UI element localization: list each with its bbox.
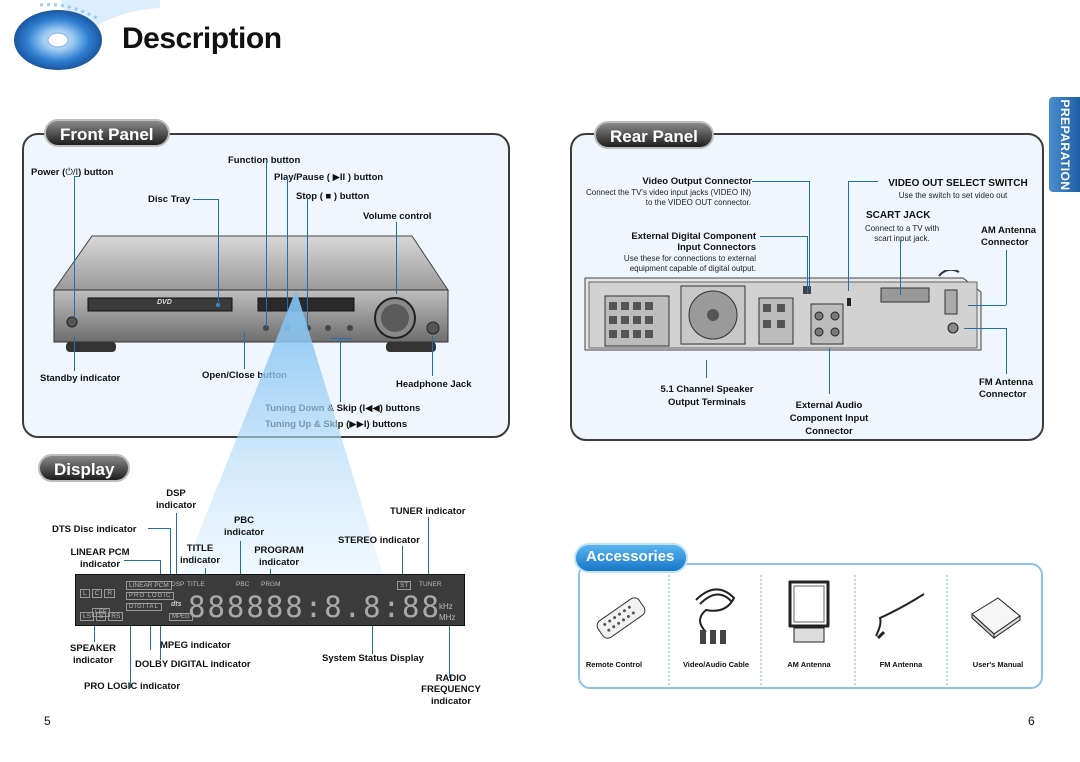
standby-indicator-label: Standby indicator [40, 373, 121, 384]
screen-khz: kHz [439, 602, 453, 611]
stop-button-label: Stop ( ■ ) button [296, 191, 370, 202]
volume-control-label: Volume control [363, 211, 432, 222]
screen-speaker-row1: L C R [80, 589, 116, 598]
screen-speaker-row3: LS S RS [80, 612, 124, 621]
front-device-illustration: DVD [52, 232, 452, 362]
screen-dsp: DSP [171, 581, 185, 588]
video-output-note: Connect the TV's video input jacks (VIDE… [585, 188, 751, 207]
video-out-select-title: VIDEO OUT SELECT SWITCH [888, 178, 1028, 189]
rear-device-illustration [583, 268, 983, 365]
display-screen: LINEAR PCM DSP TITLE PBC PRGM ST TUNER L… [75, 574, 465, 626]
speaker-indicator-label: SPEAKER indicator [70, 643, 116, 667]
title-indicator-label: TITLE indicator [179, 543, 221, 567]
screen-mpeg: MPEG [169, 613, 193, 621]
screen-dts: dts [171, 601, 182, 608]
side-tab-label: PREPARATION [1057, 98, 1072, 191]
screen-digital: DIGITAL [126, 603, 162, 611]
accessory-label-remote-control: Remote Control [585, 660, 643, 669]
screen-spk-s: S [95, 612, 107, 621]
am-antenna-icon [784, 576, 834, 653]
accessories-title-pill [574, 543, 688, 573]
side-tab-preparation[interactable]: PREPARATION [1049, 97, 1080, 192]
display-beam [150, 290, 400, 590]
screen-linear-pcm: LINEAR PCM [126, 581, 172, 590]
linear-pcm-indicator-label: LINEAR PCM indicator [70, 547, 130, 571]
accessory-label-video-audio-cable: Video/Audio Cable [682, 660, 750, 669]
external-audio-label: External Audio Component Input Connector [789, 400, 869, 437]
headphone-jack-label: Headphone Jack [396, 379, 472, 390]
dsp-indicator-label: DSP indicator [155, 488, 197, 512]
accessory-label-users-manual: User's Manual [972, 660, 1024, 669]
power-button-label: Power (⏻/I) button [31, 167, 114, 178]
screen-spk-l: L [80, 589, 90, 598]
front-panel-title: Front Panel [44, 119, 170, 147]
external-digital-title: External Digital Component Input Connect… [631, 231, 756, 254]
screen-st: ST [397, 581, 412, 590]
screen-title: TITLE [187, 581, 205, 588]
play-pause-label: Play/Pause ( ▶II ) button [274, 172, 384, 183]
rear-panel-title: Rear Panel [594, 121, 714, 149]
accessory-label-am-antenna: AM Antenna [787, 660, 831, 669]
disc-tray-label: Disc Tray [148, 194, 191, 205]
screen-pro-logic: PRO LOGIC [126, 592, 175, 600]
video-out-select-note: Use the switch to set video out [898, 191, 1008, 200]
remote-control-icon [588, 590, 654, 651]
screen-mhz: MHz [439, 613, 456, 622]
screen-tuner: TUNER [419, 581, 442, 588]
external-digital-note: Use these for connections to external eq… [623, 254, 756, 273]
scart-jack-note: Connect to a TV with scart input jack. [864, 224, 940, 243]
video-audio-cable-icon [686, 580, 746, 655]
screen-digits: 888888:8.8:88 [188, 590, 441, 624]
screen-prgm: PRGM [261, 581, 281, 588]
scart-jack-title: SCART JACK [866, 210, 931, 221]
display-title: Display [38, 454, 131, 482]
function-button-label: Function button [228, 155, 301, 166]
fm-antenna-icon [872, 588, 932, 648]
pro-logic-indicator-label: PRO LOGIC indicator [84, 681, 181, 692]
mpeg-indicator-label: MPEG indicator [160, 640, 231, 651]
tuner-indicator-label: TUNER indicator [390, 506, 466, 517]
dts-disc-indicator-label: DTS Disc indicator [52, 524, 137, 535]
radio-frequency-indicator-label: RADIO FREQUENCY indicator [421, 673, 481, 707]
screen-pbc: PBC [236, 581, 250, 588]
page-number-right: 6 [1028, 714, 1035, 728]
am-antenna-connector-label: AM Antenna Connector [981, 225, 1037, 249]
fm-antenna-connector-label: FM Antenna Connector [979, 377, 1034, 401]
header-disc-graphic [0, 0, 160, 70]
accessory-label-fm-antenna: FM Antenna [879, 660, 923, 669]
speaker-terminals-label: 5.1 Channel Speaker Output Terminals [660, 384, 754, 408]
screen-spk-r: R [104, 589, 116, 598]
users-manual-icon [968, 592, 1024, 647]
open-close-label: Open/Close button [202, 370, 287, 381]
accessories-title: Accessories [586, 548, 675, 565]
page-number-left: 5 [44, 714, 51, 728]
screen-spk-c: C [91, 589, 103, 598]
video-output-title: Video Output Connector [642, 176, 752, 187]
screen-spk-ls: LS [80, 612, 94, 621]
stereo-indicator-label: STEREO indicator [338, 535, 420, 546]
pbc-indicator-label: PBC indicator [223, 515, 265, 539]
dvd-logo: DVD [157, 299, 172, 306]
tuning-down-label: Tuning Down & Skip (I◀◀) buttons [265, 403, 421, 414]
system-status-display-label: System Status Display [322, 653, 424, 664]
page-title: Description [122, 22, 282, 55]
program-indicator-label: PROGRAM indicator [254, 545, 304, 569]
dolby-digital-indicator-label: DOLBY DIGITAL indicator [135, 659, 251, 670]
screen-spk-rs: RS [108, 612, 124, 621]
